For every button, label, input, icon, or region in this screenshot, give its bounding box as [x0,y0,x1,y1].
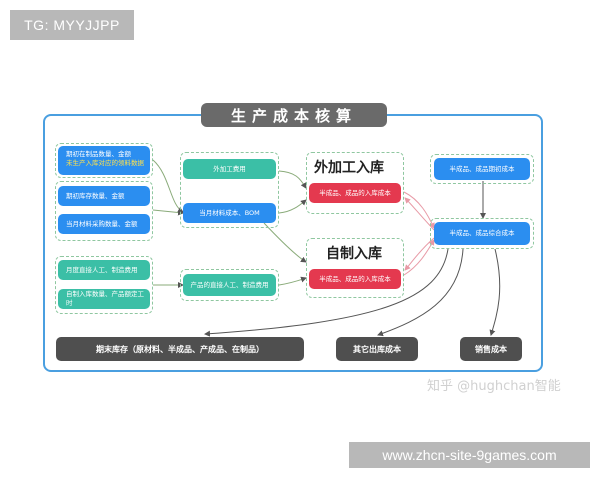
link-combined-to-other [377,248,464,337]
sales-cost-box: 销售成本 [460,337,522,361]
outsource-fee-box: 外加工费用 [183,159,276,179]
watermark-bottom-label: www.zhcn-site-9games.com [349,442,590,468]
middle-group-upper [180,152,279,228]
link-material-to-outsource [278,199,307,214]
link-self-to-combined [403,239,435,276]
self-made-stock-box: 自制入库数量、产品额定工时 [58,289,150,309]
outsource-inbound-cost-box: 半成品、成品的入库成本 [309,183,401,203]
self-made-group [306,238,404,298]
watermark-top-label: TG: MYYJJPP [10,10,134,40]
link-material-to-self [263,222,307,263]
link-g2-to-material [152,209,184,216]
opening-cost-group [430,154,534,184]
input-group-labor [55,256,153,314]
opening-wip-label: 期初在制品数量、金额 [66,150,131,158]
middle-group-lower [180,269,279,301]
link-labor-to-self [278,276,307,286]
zhihu-watermark: 知乎 @hughchan智能 [427,379,561,394]
outsource-inbound-title: 外加工入库 [314,160,384,176]
self-made-inbound-cost-box: 半成品、成品的入库成本 [309,269,401,289]
ending-inventory-box: 期末库存（原材料、半成品、产成品、在制品） [56,337,304,361]
link-combined-to-ending [204,248,449,337]
unstocked-material-label: 未生产入库对应的领料数据 [66,159,144,167]
monthly-labor-box: 月度直接人工、制造费用 [58,260,150,280]
link-fee-to-outsource [278,170,307,189]
input-group-material [55,181,153,241]
combined-cost-group [430,218,534,249]
self-made-inbound-title: 自制入库 [326,246,382,262]
material-purchase-box: 当月材料采购数量、金额 [58,214,150,234]
combined-cost-box: 半成品、成品综合成本 [434,222,530,245]
link-combined-to-sales [489,248,501,336]
diagram-title: 生产成本核算 [201,103,387,127]
link-outsource-to-combined [403,191,435,229]
input-group-wip [55,143,153,178]
opening-cost-box: 半成品、成品期初成本 [434,158,530,180]
opening-wip-box: 期初在制品数量、金额 未生产入库对应的领料数据 [58,146,150,175]
link-g1-to-material [152,159,184,213]
material-cost-bom-box: 当月材料成本、BOM [183,203,276,223]
other-outbound-cost-box: 其它出库成本 [336,337,418,361]
opening-stock-box: 期初库存数量、金额 [58,186,150,206]
product-labor-box: 产品的直接人工、制造费用 [183,274,276,296]
outsource-group [306,152,404,214]
